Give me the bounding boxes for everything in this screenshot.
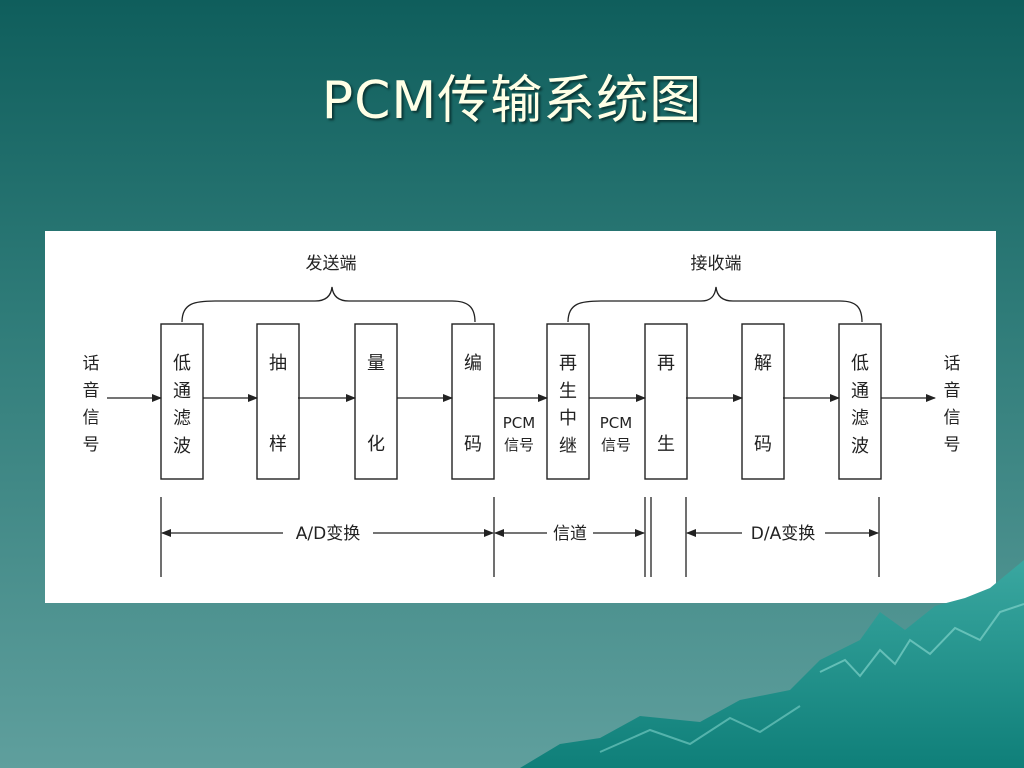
pcm-signal-label-1-sub: 信号 xyxy=(504,436,534,454)
pcm-diagram: 发送端 接收端 话音信号 话音信号 低通滤波抽样量化编码再生中继再生解码低通滤波… xyxy=(83,254,961,577)
block-label: 解码 xyxy=(754,353,772,455)
block-label: 低通滤波 xyxy=(173,353,191,457)
pcm-signal-label-2-sub: 信号 xyxy=(601,436,631,454)
block-label: 再生 xyxy=(657,353,675,455)
ad-span-label: A/D变换 xyxy=(296,524,360,544)
receiver-brace xyxy=(567,286,863,323)
block-label: 低通滤波 xyxy=(851,353,869,457)
block-regen: 再生 xyxy=(644,323,688,480)
channel-span-label: 信道 xyxy=(553,524,587,544)
pcm-signal-label-2: PCM xyxy=(600,414,632,432)
block-label: 抽样 xyxy=(269,353,287,455)
block-label: 再生中继 xyxy=(559,353,577,457)
receiver-label: 接收端 xyxy=(691,254,742,274)
diagram-panel: 发送端 接收端 话音信号 话音信号 低通滤波抽样量化编码再生中继再生解码低通滤波… xyxy=(45,231,996,603)
transmitter-brace xyxy=(181,286,476,323)
output-signal-label: 话音信号 xyxy=(944,354,961,455)
block-quantize: 量化 xyxy=(354,323,398,480)
block-label: 编码 xyxy=(464,353,482,455)
slide-title: PCM传输系统图 xyxy=(321,71,703,131)
pcm-signal-label-1: PCM xyxy=(503,414,535,432)
block-decode: 解码 xyxy=(741,323,785,480)
block-lpf-tx: 低通滤波 xyxy=(160,323,204,480)
svg-text:话音信号: 话音信号 xyxy=(944,354,961,455)
svg-text:话音信号: 话音信号 xyxy=(83,354,100,455)
transmitter-label: 发送端 xyxy=(306,254,357,274)
input-signal-label: 话音信号 xyxy=(83,354,100,455)
block-regen-relay: 再生中继 xyxy=(546,323,590,480)
block-label: 量化 xyxy=(367,353,385,455)
da-span-label: D/A变换 xyxy=(751,524,815,544)
block-sample: 抽样 xyxy=(256,323,300,480)
block-lpf-rx: 低通滤波 xyxy=(838,323,882,480)
block-encode: 编码 xyxy=(451,323,495,480)
